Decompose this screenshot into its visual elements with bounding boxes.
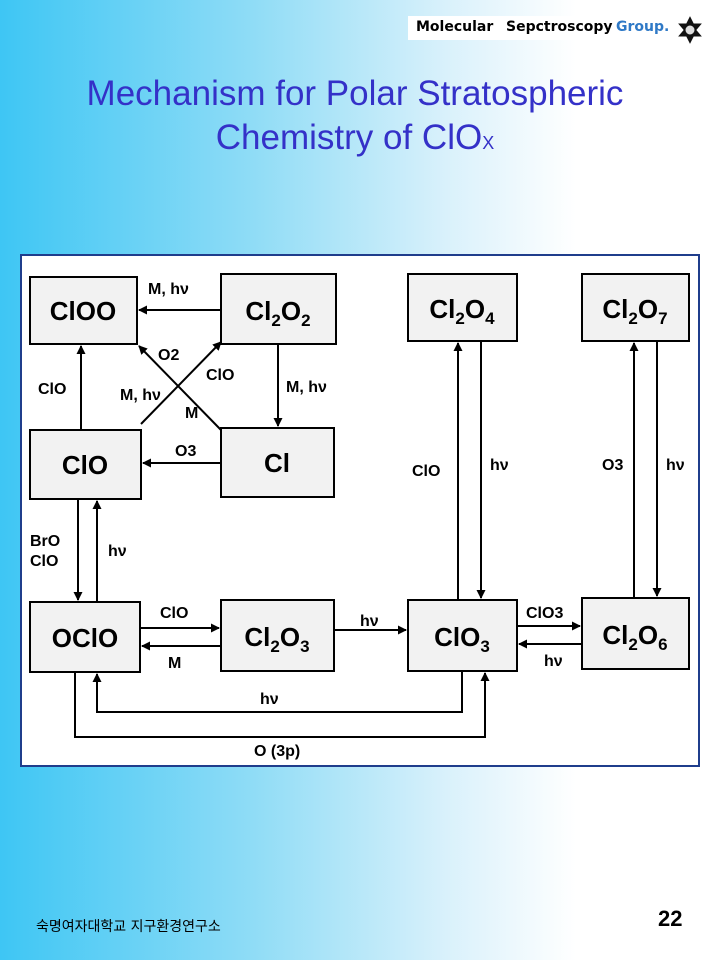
header-banner: Molecular Sepctroscopy Group. bbox=[408, 16, 676, 40]
header-word-group: Group. bbox=[616, 19, 670, 35]
title-line2-subscript: X bbox=[482, 133, 495, 153]
species-label-cl2o2: Cl2O2 bbox=[245, 296, 310, 330]
label-o2: O2 bbox=[158, 347, 179, 364]
label-o3-cl2o7: O3 bbox=[602, 457, 623, 474]
label-hv-to-clo3: hν bbox=[360, 613, 379, 630]
species-box-oclo: OClO bbox=[29, 601, 141, 673]
species-label-cl2o7: Cl2O7 bbox=[602, 294, 667, 328]
title-line1: Mechanism for Polar Stratospheric bbox=[86, 74, 624, 113]
arrow-cl-to-cloo bbox=[138, 345, 222, 431]
header-word-spectroscopy: Sepctroscopy bbox=[506, 19, 613, 35]
arrow-clo-to-cl2o2 bbox=[140, 341, 222, 425]
label-clo-left: ClO bbox=[38, 381, 66, 398]
species-box-cl: Cl bbox=[220, 427, 335, 498]
label-m-cross: M bbox=[185, 405, 198, 422]
label-clo-cl2o4: ClO bbox=[412, 463, 440, 480]
species-box-cl2o2: Cl2O2 bbox=[220, 273, 337, 345]
header-word-molecular: Molecular bbox=[416, 19, 494, 35]
label-bro: BrO bbox=[30, 533, 60, 550]
species-label-cl2o4: Cl2O4 bbox=[429, 294, 495, 328]
title-line2-main: Chemistry of ClO bbox=[215, 118, 483, 157]
species-label-oclo: OClO bbox=[52, 623, 118, 653]
reaction-mechanism-diagram: ClOO Cl2O2 ClO Cl OClO Cl2O3 ClO3 Cl2O4 … bbox=[29, 273, 690, 760]
label-m-hv-cross: M, hν bbox=[120, 387, 161, 404]
species-label-cl2o6: Cl2O6 bbox=[602, 620, 667, 654]
species-label-cl2o3: Cl2O3 bbox=[244, 622, 309, 656]
label-hv-cl2o7: hν bbox=[666, 457, 685, 474]
species-label-cloo: ClOO bbox=[50, 296, 116, 326]
species-box-cl2o3: Cl2O3 bbox=[220, 599, 335, 672]
title-line2: Chemistry of ClOX bbox=[0, 116, 710, 165]
species-box-cl2o6: Cl2O6 bbox=[581, 597, 690, 670]
page-number: 22 bbox=[658, 906, 683, 931]
label-hv-oclo: hν bbox=[108, 543, 127, 560]
label-m-hv-right: M, hν bbox=[286, 379, 327, 396]
star-emblem-icon bbox=[676, 14, 704, 46]
species-label-cl: Cl bbox=[264, 448, 290, 478]
label-clo-top-arrow: ClO bbox=[160, 605, 188, 622]
footer-institution: 숙명여자대학교 지구환경연구소 bbox=[36, 919, 221, 935]
label-clo-cross: ClO bbox=[206, 367, 234, 384]
label-clo-bro: ClO bbox=[30, 553, 58, 570]
species-box-clo: ClO bbox=[29, 429, 142, 500]
species-box-cl2o7: Cl2O7 bbox=[581, 273, 690, 342]
species-box-clo3: ClO3 bbox=[407, 599, 518, 672]
arrow-oclo-to-clo3-loop bbox=[74, 672, 490, 738]
species-box-cloo: ClOO bbox=[29, 276, 138, 345]
species-box-cl2o4: Cl2O4 bbox=[407, 273, 518, 342]
label-m-bottom-arrow: M bbox=[168, 655, 181, 672]
label-hv-cl2o4: hν bbox=[490, 457, 509, 474]
arrow-clo3-to-oclo-loop bbox=[92, 671, 463, 713]
species-label-clo3: ClO3 bbox=[434, 622, 490, 656]
page-title: Mechanism for Polar Stratospheric Chemis… bbox=[0, 72, 710, 165]
label-hv-cl2o6: hν bbox=[544, 653, 563, 670]
species-label-clo: ClO bbox=[62, 450, 108, 480]
label-o3-mid: O3 bbox=[175, 443, 196, 460]
label-o3p: O (3p) bbox=[254, 743, 300, 760]
label-hv-loop: hν bbox=[260, 691, 279, 708]
label-m-hv-top: M, hν bbox=[148, 281, 189, 298]
label-clo3-arrow: ClO3 bbox=[526, 605, 563, 622]
